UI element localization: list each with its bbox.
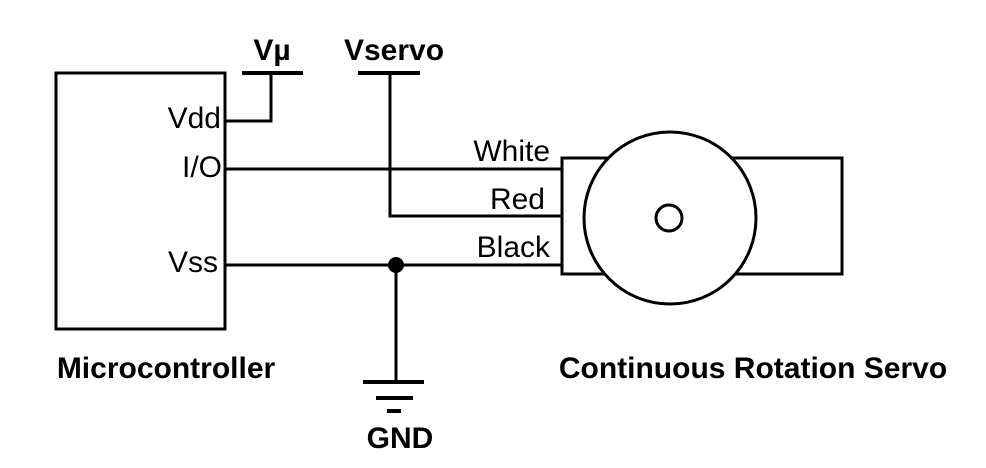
vservo-supply-label: Vservo (344, 34, 444, 67)
pin-label-vss: Vss (168, 246, 218, 279)
ground-symbol-icon (363, 380, 424, 413)
servo-caption: Continuous Rotation Servo (559, 352, 947, 385)
red-wire-label: Red (490, 183, 545, 216)
pin-label-io: I/O (182, 151, 222, 184)
servo-hub (654, 203, 684, 233)
junction-dot (388, 257, 404, 273)
vservo-red-wire (388, 73, 562, 218)
vdd-wire (225, 73, 273, 123)
microcontroller-caption: Microcontroller (57, 352, 276, 385)
vmu-supply-label: Vµ (253, 34, 290, 67)
microcontroller-box (54, 71, 227, 331)
pin-label-vdd: Vdd (168, 102, 221, 135)
black-wire-label: Black (477, 231, 551, 264)
white-wire-label: White (473, 135, 550, 168)
ground-caption: GND (367, 422, 434, 455)
